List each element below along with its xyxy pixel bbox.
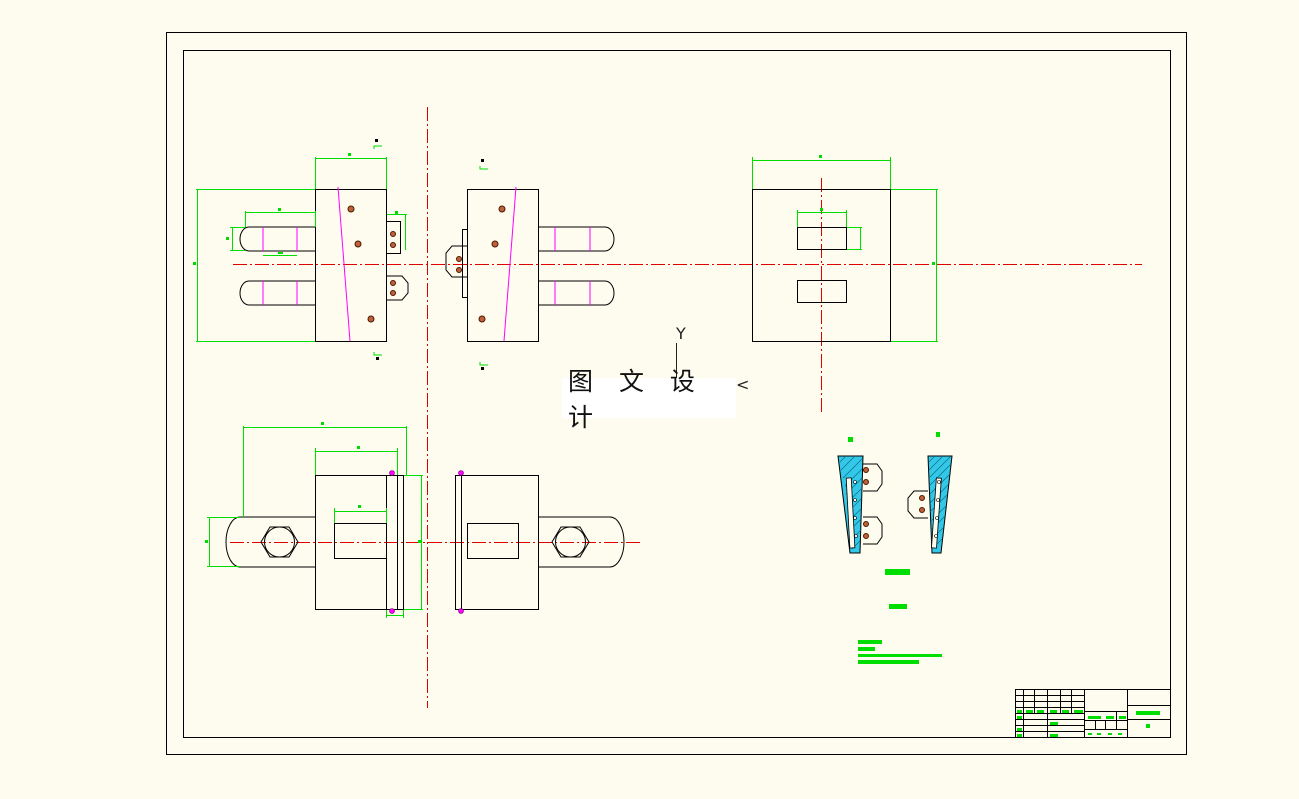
plan-view-dims (207, 426, 423, 618)
side-view-dims (752, 157, 938, 342)
side-view (752, 189, 891, 342)
watermark-stamp: 图 文 设 计 (562, 367, 736, 432)
wedge-detail-labels (848, 432, 940, 609)
section-marks-left (373, 145, 382, 356)
front-view-left-dim-texts (193, 153, 398, 265)
front-view-right-magenta (503, 186, 591, 342)
front-view-left-bolts (347, 205, 396, 323)
section-mark-right-ticks (481, 159, 484, 370)
technical-requirements (858, 640, 942, 664)
title-block (1015, 689, 1171, 738)
section-mark-left-ticks (375, 139, 379, 360)
wedge-detail-right (907, 455, 953, 554)
ucs-x-label: < (736, 375, 750, 394)
plan-view-dim-texts (205, 422, 421, 543)
front-view-right (445, 189, 615, 342)
front-view-right-bolts (456, 205, 506, 323)
section-marks-right (479, 166, 488, 366)
centerlines (230, 107, 1142, 708)
plan-view-magenta (389, 470, 464, 614)
front-view-left (239, 189, 409, 342)
sheet-frame (166, 32, 1187, 755)
front-view-left-magenta (262, 186, 351, 342)
ucs-y-label: Y (676, 324, 686, 343)
wedge-detail-left (837, 455, 883, 554)
plan-view (225, 475, 625, 610)
side-view-dim-texts (819, 155, 935, 265)
front-view-left-dims (196, 157, 407, 342)
